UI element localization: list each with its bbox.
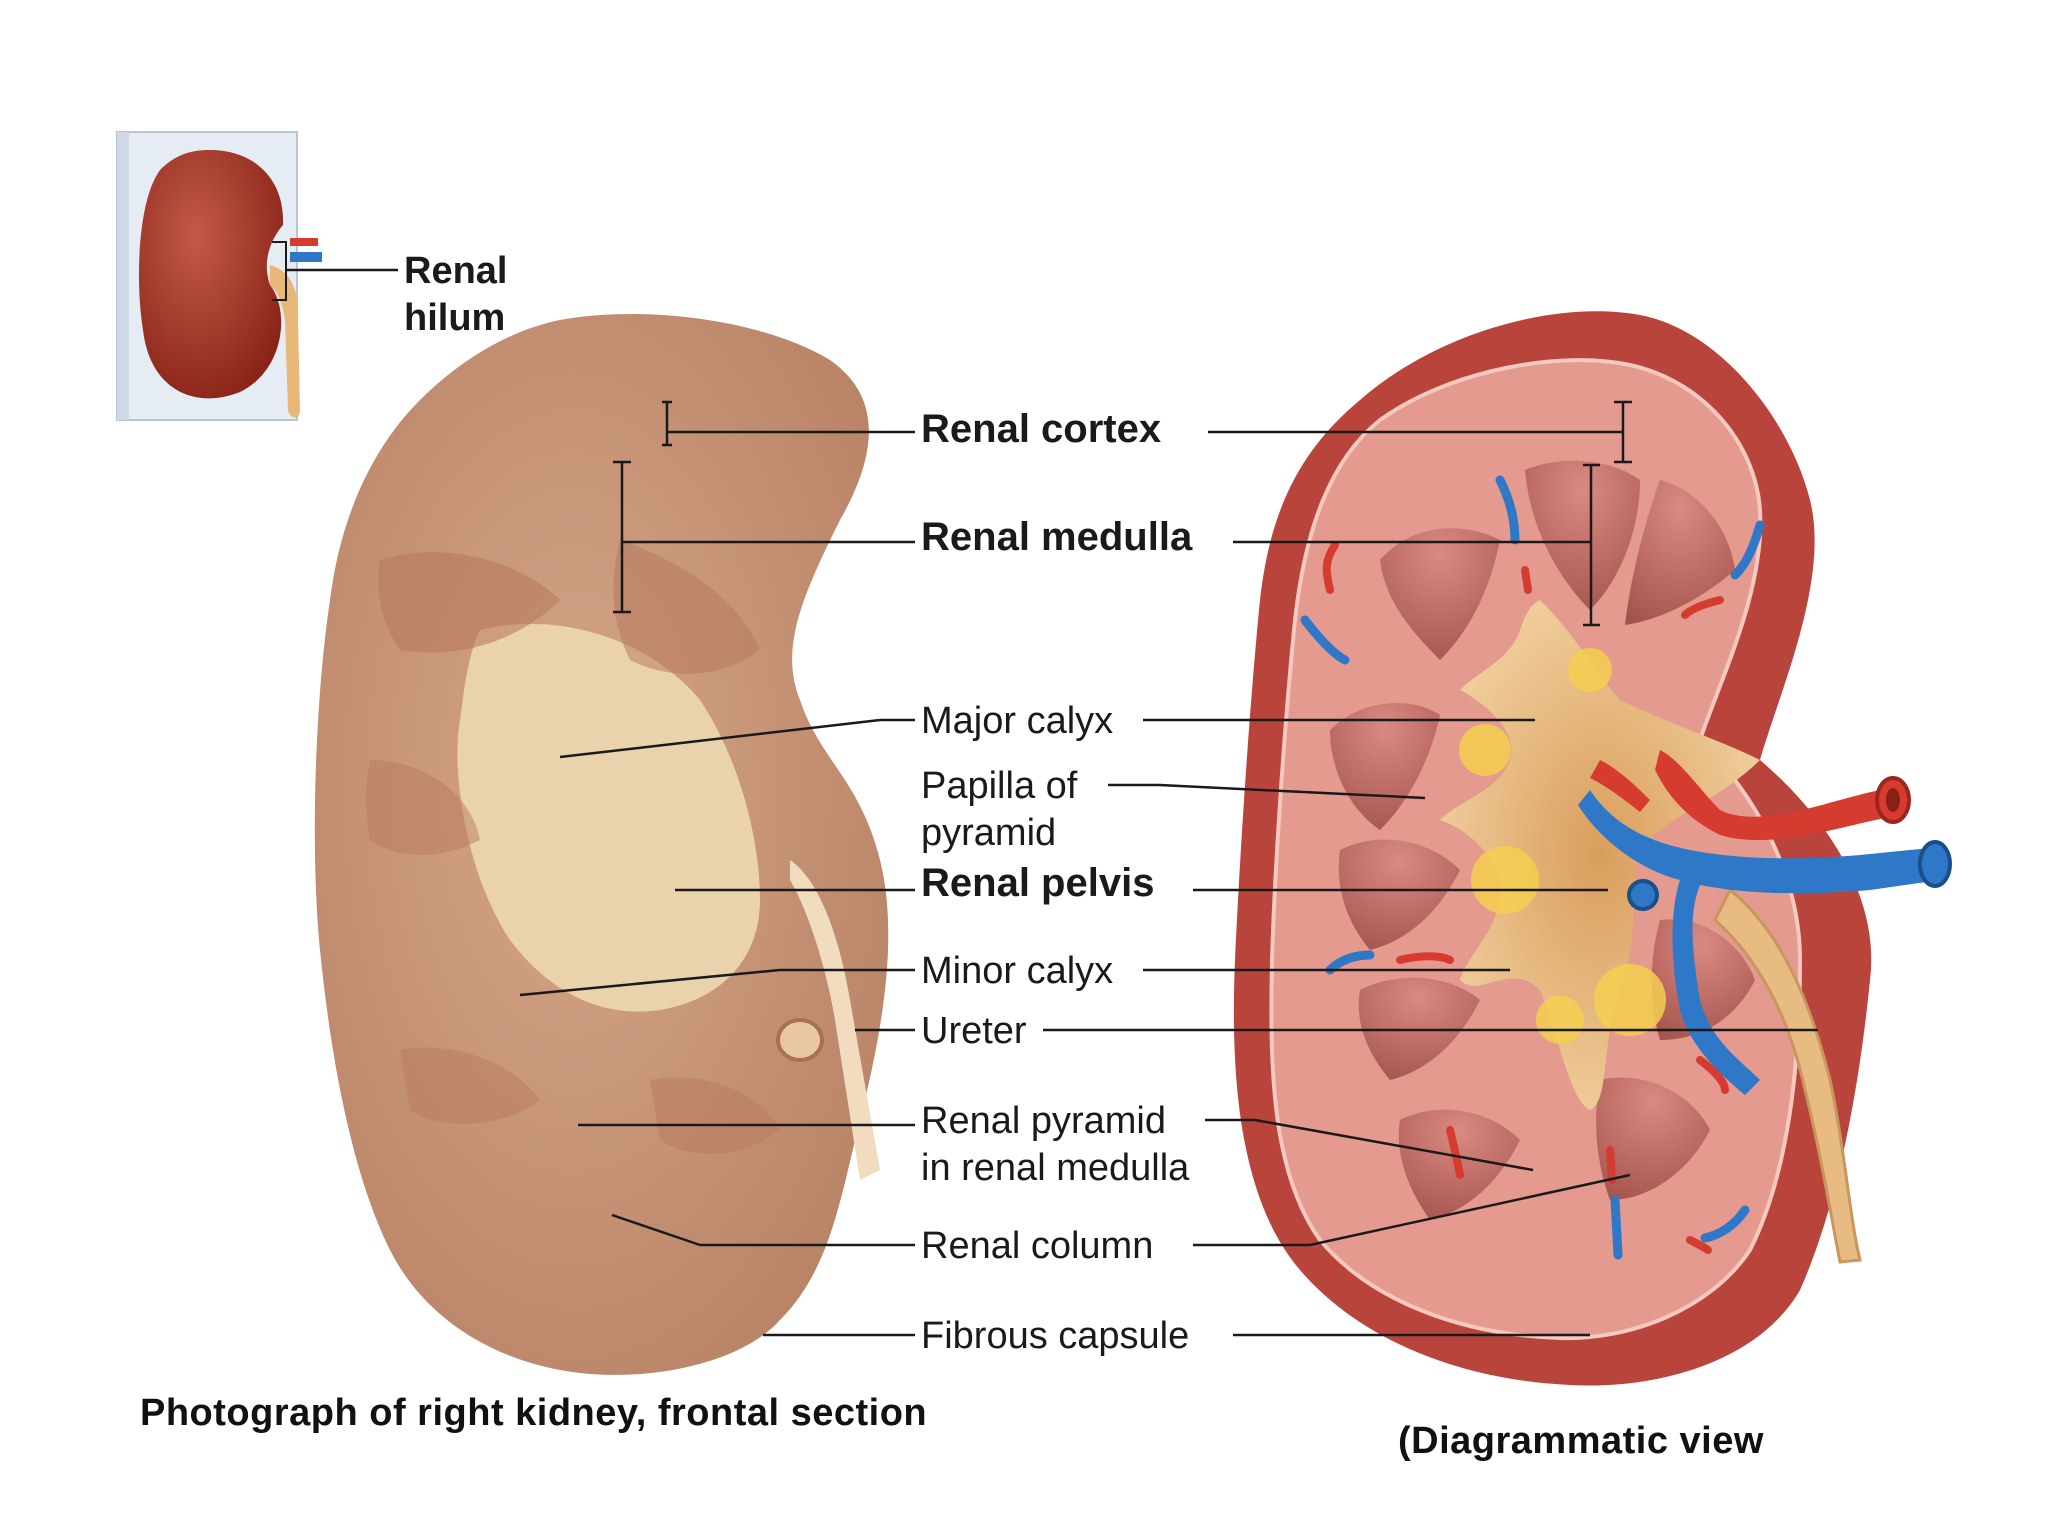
mini-kidney-thumbnail xyxy=(116,131,398,421)
label-fibrous-capsule: Fibrous capsule xyxy=(921,1315,1190,1357)
label-renal-medulla: Renal medulla xyxy=(921,515,1193,559)
caption-photograph: Photograph of right kidney, frontal sect… xyxy=(140,1392,928,1434)
label-renal-pyramid: Renal pyramid in renal medulla xyxy=(921,1100,1190,1189)
caption-diagrammatic-view: (Diagrammatic view xyxy=(1398,1420,1764,1462)
label-papilla-of-pyramid: Papilla of pyramid xyxy=(921,765,1078,854)
kidney-diagram-view xyxy=(1043,311,1952,1386)
label-renal-column: Renal column xyxy=(921,1225,1154,1267)
label-major-calyx: Major calyx xyxy=(921,700,1114,742)
label-renal-pelvis: Renal pelvis xyxy=(921,861,1155,905)
kidney-photograph xyxy=(314,313,915,1375)
label-minor-calyx: Minor calyx xyxy=(921,950,1114,992)
label-renal-cortex: Renal cortex xyxy=(921,407,1162,451)
label-ureter: Ureter xyxy=(921,1010,1027,1052)
label-renal-hilum: Renal hilum xyxy=(404,250,508,339)
